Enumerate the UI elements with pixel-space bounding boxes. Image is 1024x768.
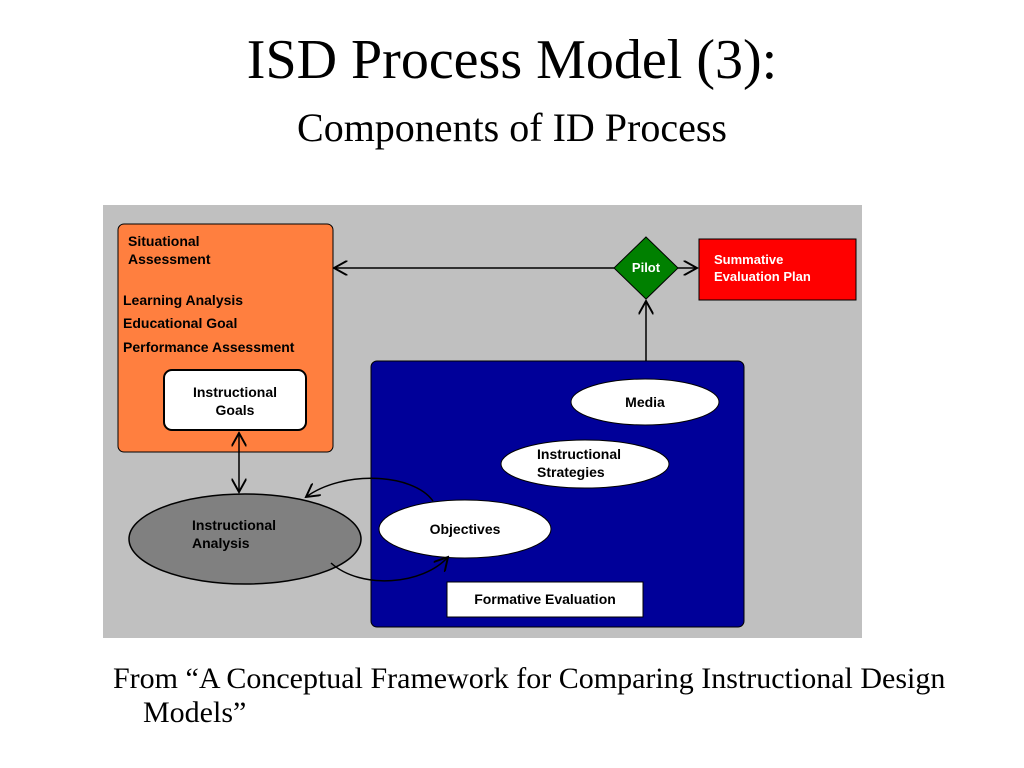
instructional-strategies-ellipse bbox=[500, 439, 670, 489]
objectives-ellipse bbox=[378, 499, 552, 559]
summative-evaluation-box bbox=[698, 238, 857, 301]
slide-title: ISD Process Model (3): bbox=[246, 29, 778, 91]
instructional-goals-label: Instructional Goals bbox=[192, 384, 277, 418]
slide-subtitle: Components of ID Process bbox=[297, 105, 727, 150]
formative-evaluation-box bbox=[446, 581, 644, 618]
objectives-label: Objectives bbox=[429, 521, 501, 537]
id-process-diagram: Situational Assessment Learning Analysis… bbox=[103, 205, 862, 638]
diagram-shapes bbox=[117, 223, 857, 628]
media-ellipse bbox=[570, 378, 720, 426]
performance-assessment-label: Performance Assessment bbox=[123, 339, 295, 355]
analysis-to-objectives-curve bbox=[330, 557, 448, 582]
instructional-strategies-label: Instructional Strategies bbox=[537, 446, 622, 480]
pilot-label: Pilot bbox=[631, 260, 661, 275]
instructional-analysis-ellipse bbox=[128, 493, 362, 585]
formative-evaluation-label: Formative Evaluation bbox=[474, 591, 616, 607]
summative-evaluation-label: Summative Evaluation Plan bbox=[714, 252, 811, 284]
learning-analysis-label: Learning Analysis bbox=[123, 292, 244, 308]
source-citation: From “A Conceptual Framework for Compari… bbox=[113, 662, 946, 729]
instructional-goals-box bbox=[163, 369, 307, 431]
media-label: Media bbox=[625, 394, 665, 410]
educational-goal-label: Educational Goal bbox=[123, 315, 238, 331]
situational-assessment-heading: Situational Assessment bbox=[128, 233, 211, 267]
instructional-analysis-label: Instructional Analysis bbox=[192, 517, 277, 551]
objectives-to-analysis-curve bbox=[306, 477, 434, 502]
formative-panel bbox=[370, 360, 745, 628]
pilot-diamond bbox=[613, 236, 679, 300]
